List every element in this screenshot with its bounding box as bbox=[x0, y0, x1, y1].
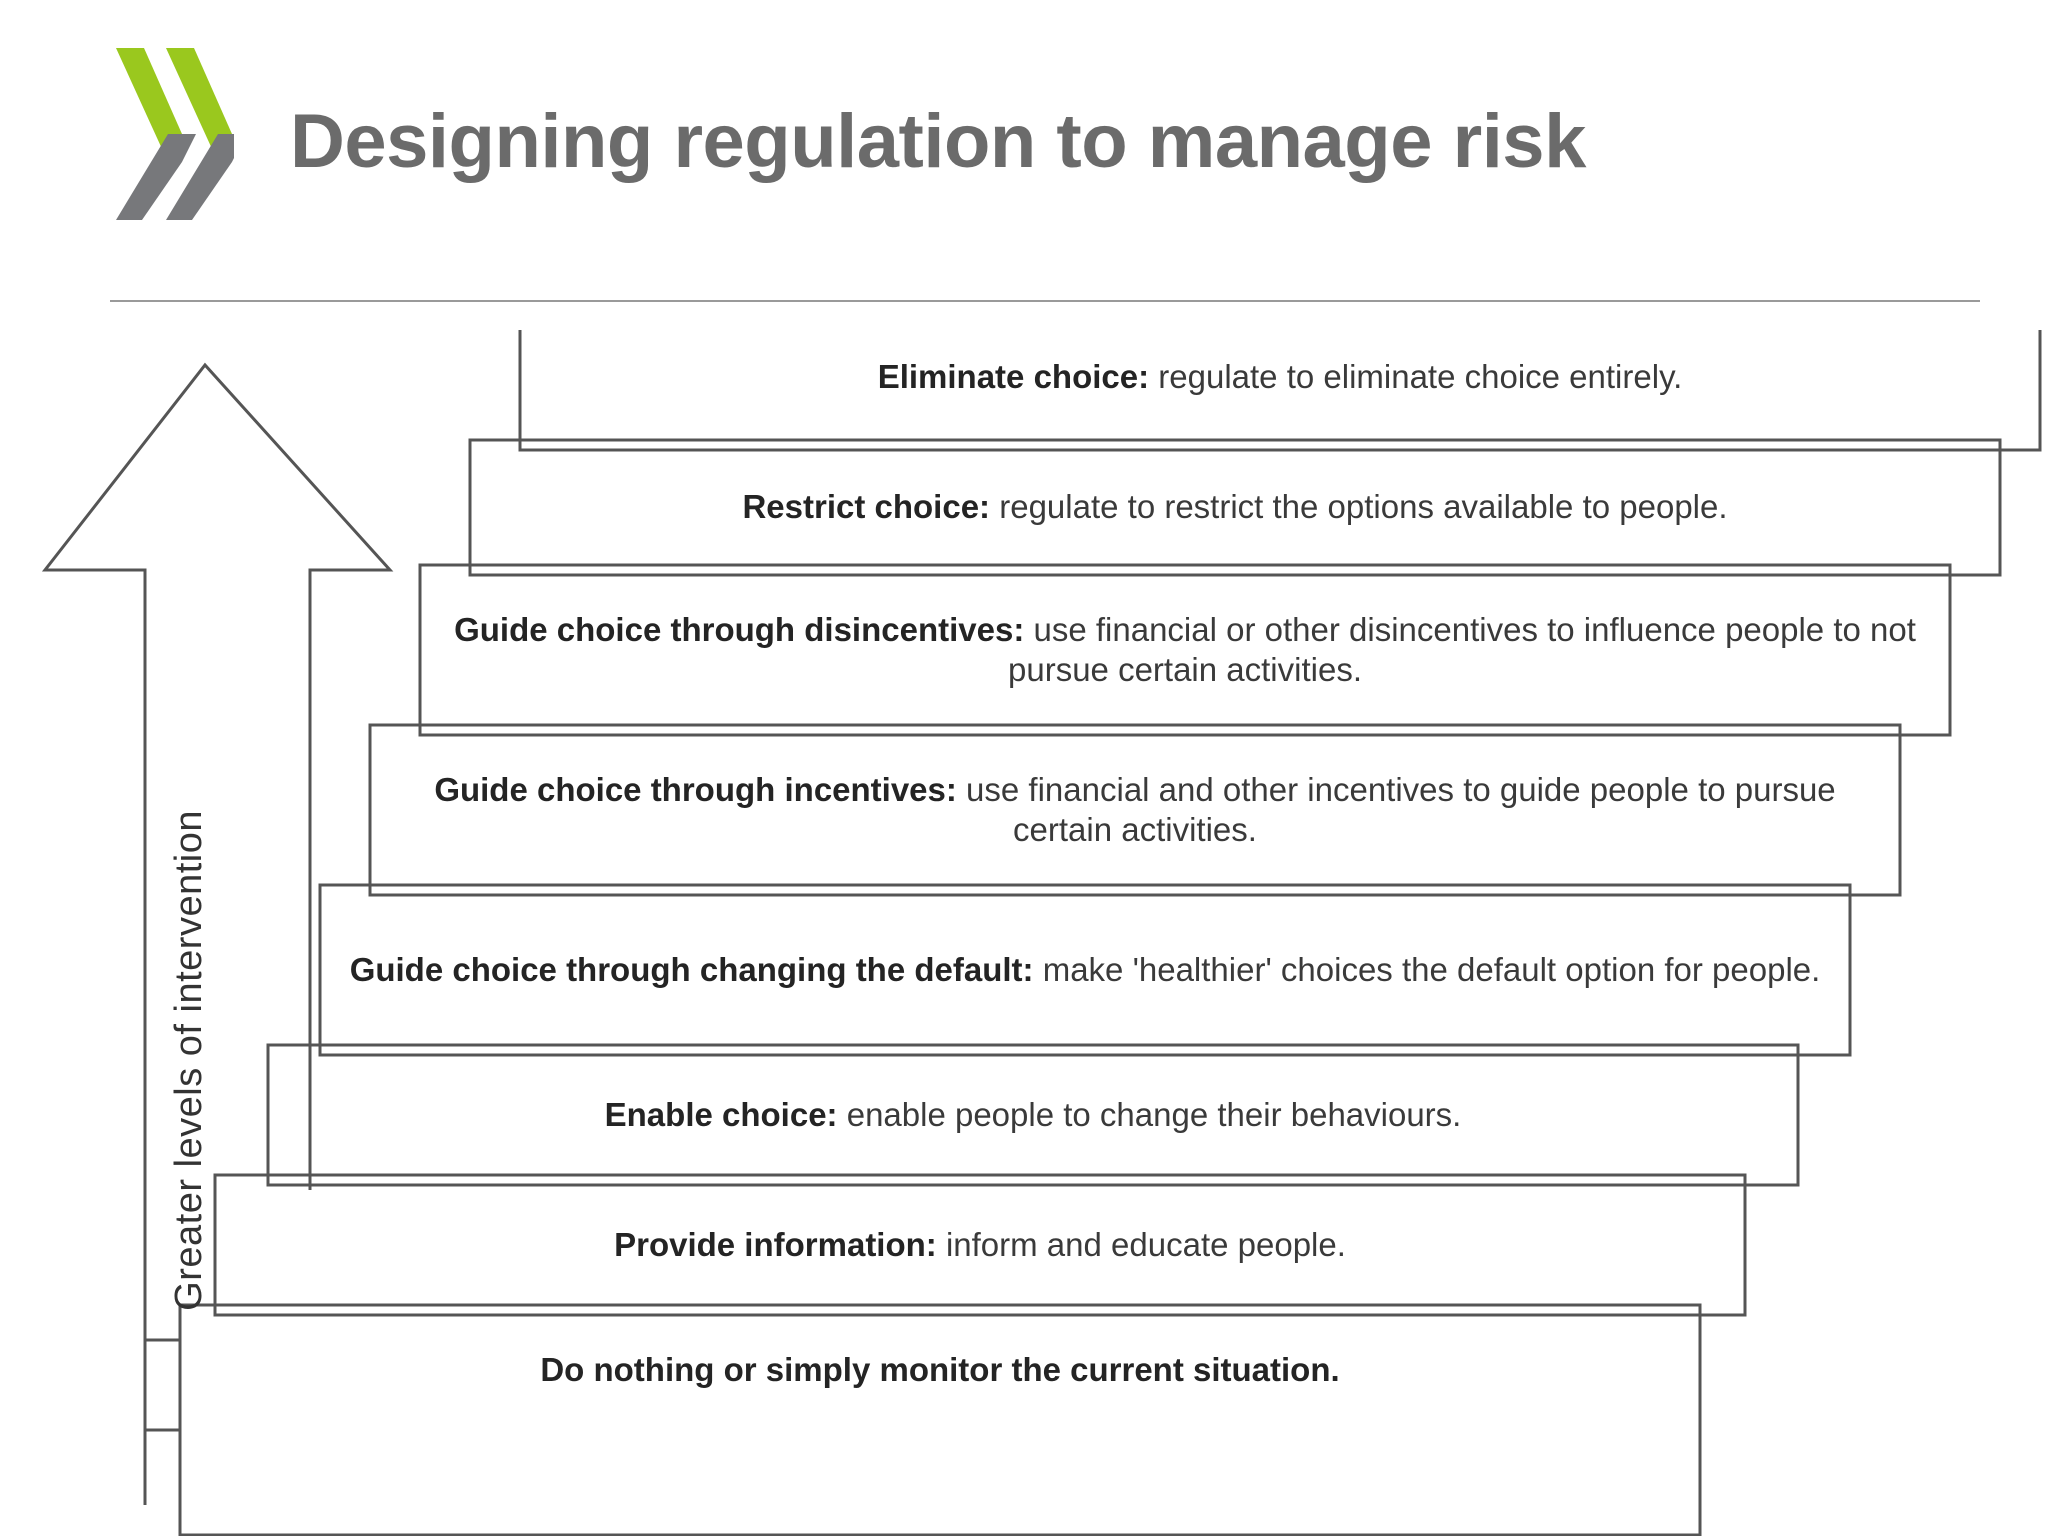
step-box-3 bbox=[266, 1043, 1800, 1187]
step-label-4: Guide choice through changing the defaul… bbox=[349, 950, 1034, 988]
slide-header: Designing regulation to manage risk bbox=[0, 0, 2048, 310]
step-desc-8: regulate to eliminate choice entirely. bbox=[1149, 358, 1683, 396]
step-box-7 bbox=[468, 438, 2002, 577]
step-label-1: Do nothing or simply monitor the current… bbox=[540, 1350, 1340, 1388]
step-text-6: Guide choice through disincentives: use … bbox=[420, 565, 1950, 735]
step-box-4 bbox=[318, 883, 1852, 1057]
step-text-4: Guide choice through changing the defaul… bbox=[320, 885, 1850, 1055]
step-text-2: Provide information: inform and educate … bbox=[215, 1175, 1745, 1315]
step-label-2: Provide information: bbox=[614, 1225, 937, 1263]
header-divider bbox=[110, 300, 1980, 302]
step-desc-7: regulate to restrict the options availab… bbox=[990, 488, 1728, 526]
upward-arrow bbox=[41, 362, 394, 1505]
step-text-3: Enable choice: enable people to change t… bbox=[268, 1045, 1798, 1185]
step-desc-2: inform and educate people. bbox=[936, 1225, 1346, 1263]
ladder-of-intervention-diagram: Greater levels of intervention Eliminate… bbox=[0, 330, 2048, 1536]
step-text-5: Guide choice through incentives: use fin… bbox=[370, 725, 1900, 895]
step-box-5 bbox=[368, 723, 1902, 897]
step-text-8: Eliminate choice: regulate to eliminate … bbox=[520, 305, 2040, 450]
step-label-5: Guide choice through incentives: bbox=[434, 770, 957, 808]
step-label-3: Enable choice: bbox=[604, 1095, 838, 1133]
step-text-1: Do nothing or simply monitor the current… bbox=[180, 1305, 1700, 1435]
step-desc-3: enable people to change their behaviours… bbox=[837, 1095, 1462, 1133]
step-label-7: Restrict choice: bbox=[742, 488, 991, 526]
step-label-8: Eliminate choice: bbox=[877, 358, 1150, 396]
step-box-1 bbox=[178, 1303, 1702, 1536]
step-desc-5: use financial and other incentives to gu… bbox=[956, 770, 1836, 848]
step-desc-6: use financial or other disincentives to … bbox=[1008, 610, 1916, 688]
step-label-6: Guide choice through disincentives: bbox=[454, 610, 1025, 648]
step-desc-4: make 'healthier' choices the default opt… bbox=[1033, 950, 1821, 988]
diagram-linework bbox=[41, 330, 2042, 1536]
step-box-6 bbox=[418, 563, 1952, 737]
step-box-2 bbox=[213, 1173, 1747, 1317]
axis-label-greater-levels-of-intervention: Greater levels of intervention bbox=[168, 810, 210, 1311]
page-title: Designing regulation to manage risk bbox=[290, 99, 1586, 184]
step-box-8 bbox=[518, 330, 2042, 452]
double-chevron-logo bbox=[104, 42, 246, 222]
step-text-7: Restrict choice: regulate to restrict th… bbox=[470, 440, 2000, 575]
